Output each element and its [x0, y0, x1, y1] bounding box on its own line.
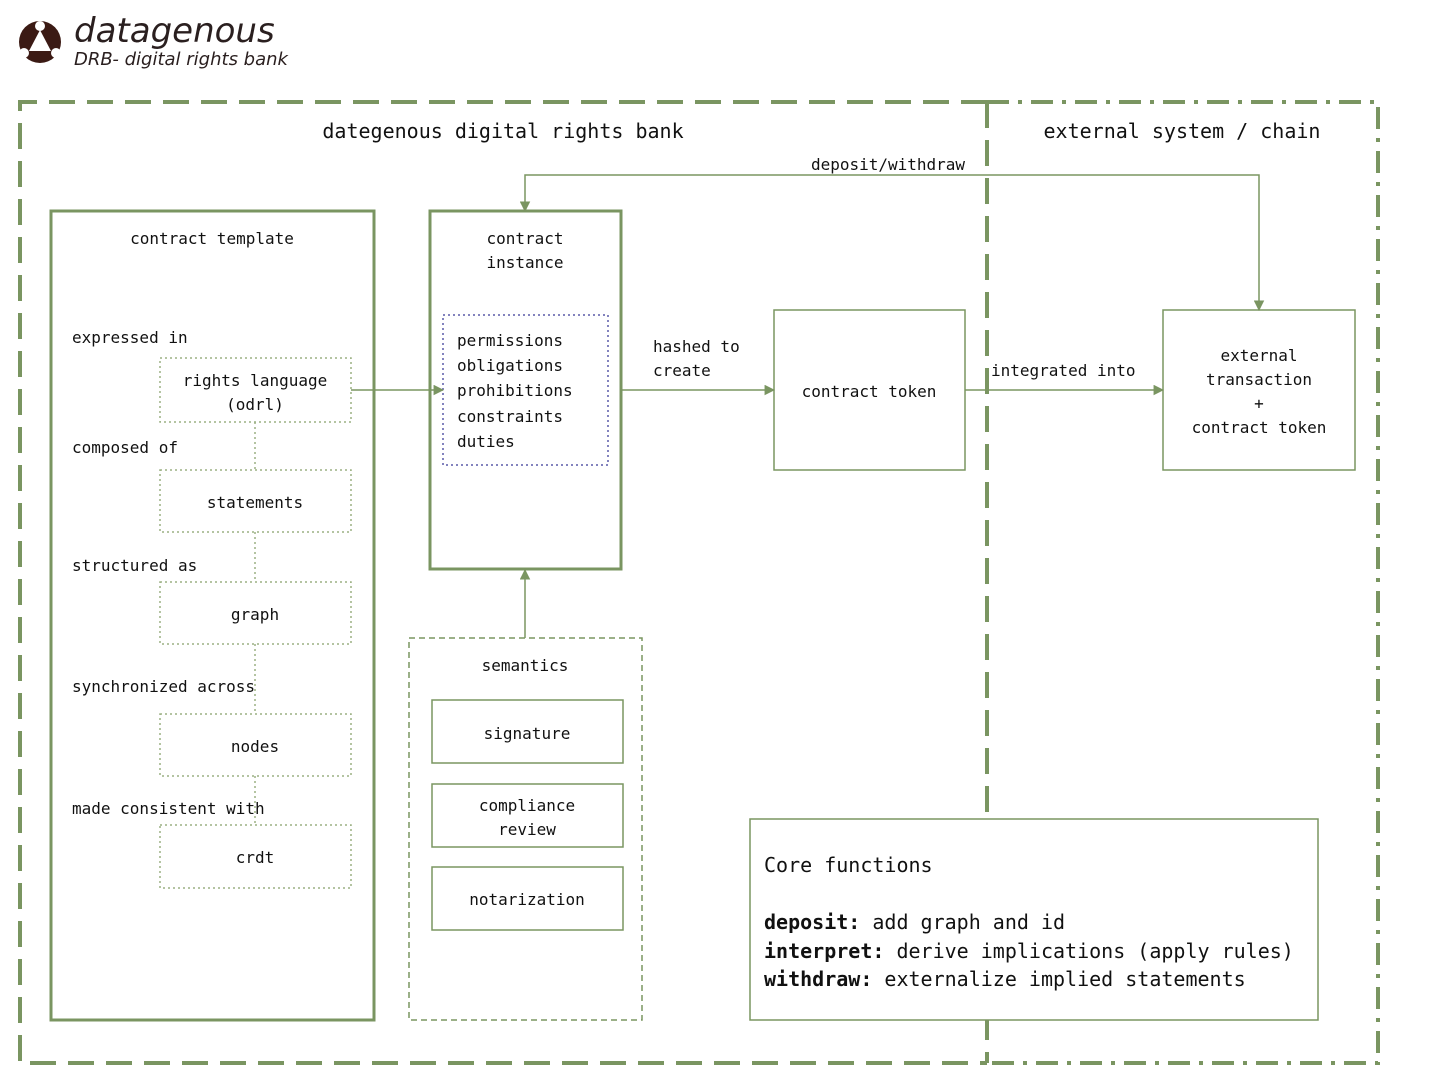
compliance-review-box: [431, 783, 624, 848]
core-text-interpret: derive implications (apply rules): [884, 939, 1293, 963]
clause-obligations: obligations: [457, 356, 563, 375]
external-line-4: contract token: [1192, 418, 1327, 437]
core-key-deposit: deposit:: [764, 910, 860, 934]
graph-box: [159, 581, 352, 645]
graph-label: graph: [231, 605, 279, 624]
step-label-consistent: made consistent with: [72, 799, 265, 818]
rights-language-label-2: (odrl): [226, 395, 284, 414]
external-region-title: external system / chain: [1044, 119, 1321, 143]
signature-box: [431, 699, 624, 764]
step-label-composed: composed of: [72, 438, 178, 457]
brand-subtitle: DRB- digital rights bank: [74, 49, 290, 70]
clause-permissions: permissions: [457, 331, 563, 350]
contract-template-box: [49, 209, 376, 1022]
core-text-deposit: add graph and id: [860, 910, 1065, 934]
statements-label: statements: [207, 493, 303, 512]
brand-name: datagenous: [74, 11, 275, 51]
contract-instance-title-2: instance: [486, 253, 563, 272]
contract-instance-title: contract: [486, 229, 563, 248]
arrow-deposit-withdraw: [519, 174, 1265, 312]
clause-prohibitions: prohibitions: [457, 381, 573, 400]
edge-label-integrated: integrated into: [991, 361, 1136, 380]
statements-box: [159, 469, 352, 533]
core-functions-title: Core functions: [764, 853, 933, 877]
compliance-label: compliance: [479, 796, 575, 815]
crdt-label: crdt: [236, 848, 275, 867]
datagenous-logo-icon: [19, 21, 61, 63]
step-label-structured: structured as: [72, 556, 197, 575]
notarization-label: notarization: [469, 890, 585, 909]
external-region-border: [987, 100, 1380, 1065]
contract-template-title: contract template: [130, 229, 294, 248]
semantics-box: [408, 637, 643, 1021]
nodes-label: nodes: [231, 737, 279, 756]
rights-language-box: [159, 357, 352, 423]
external-line-1: external: [1220, 346, 1297, 365]
edge-label-create: create: [653, 361, 711, 380]
signature-label: signature: [484, 724, 571, 743]
core-row-withdraw: withdraw: externalize implied statements: [764, 967, 1246, 991]
external-line-2: transaction: [1206, 370, 1312, 389]
external-transaction-box: [1162, 309, 1356, 471]
internal-region-border: [18, 100, 987, 1065]
core-functions-box: [749, 818, 1319, 1021]
step-label-expressed: expressed in: [72, 328, 188, 347]
edge-label-hashed: hashed to: [653, 337, 740, 356]
contract-token-label: contract token: [802, 382, 937, 401]
internal-region-title: dategenous digital rights bank: [322, 119, 683, 143]
clause-duties: duties: [457, 432, 515, 451]
step-label-synchronized: synchronized across: [72, 677, 255, 696]
external-line-3: +: [1254, 394, 1264, 413]
core-row-deposit: deposit: add graph and id: [764, 910, 1065, 934]
edge-label-deposit: deposit/withdraw: [811, 155, 965, 174]
core-text-withdraw: externalize implied statements: [872, 967, 1245, 991]
core-row-interpret: interpret: derive implications (apply ru…: [764, 939, 1294, 963]
core-key-interpret: interpret:: [764, 939, 884, 963]
notarization-box: [431, 866, 624, 931]
clause-constraints: constraints: [457, 407, 563, 426]
rights-language-label: rights language: [183, 371, 328, 390]
review-label: review: [498, 820, 556, 839]
crdt-box: [159, 824, 352, 889]
core-key-withdraw: withdraw:: [764, 967, 872, 991]
semantics-title: semantics: [482, 656, 569, 675]
nodes-box: [159, 713, 352, 777]
